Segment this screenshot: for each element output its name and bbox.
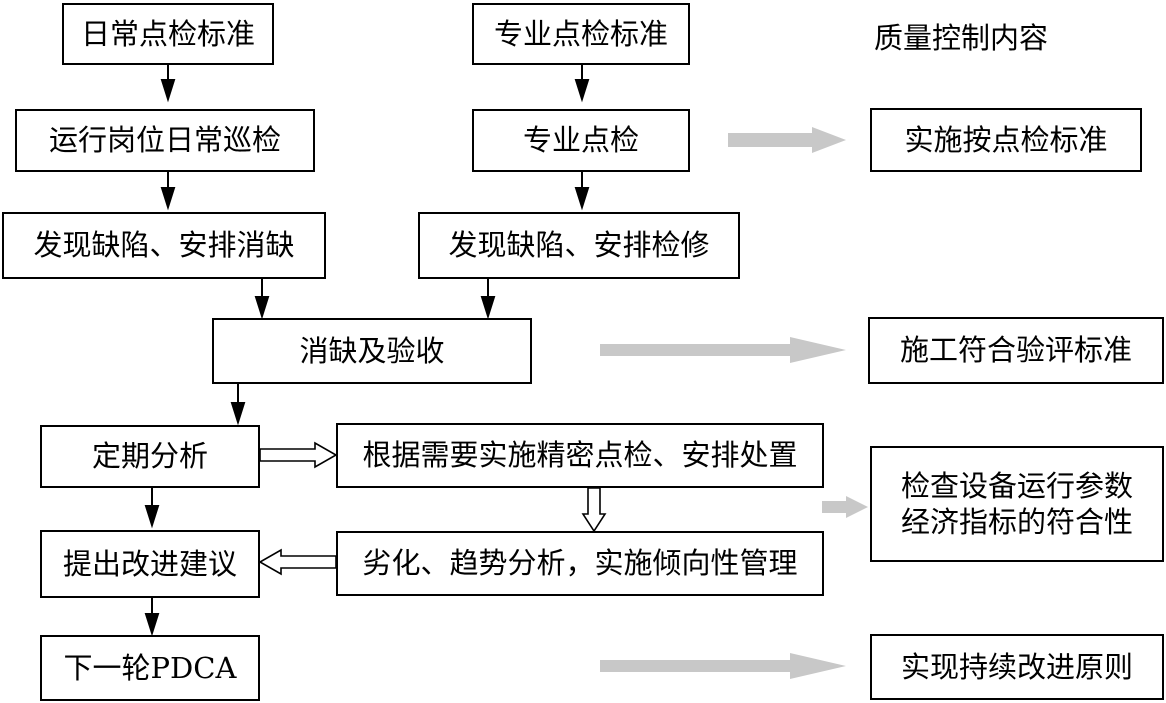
arrow-pro-standard-to-inspection (574, 65, 590, 103)
box-pro-standard-label: 专业点检标准 (493, 16, 668, 51)
hollow-arrow-deterioration-to-propose (258, 548, 337, 576)
box-pro-standard: 专业点检标准 (472, 3, 690, 65)
box-pro-inspection-label: 专业点检 (522, 123, 639, 158)
arrow-analysis-to-propose (144, 488, 160, 529)
box-next-pdca: 下一轮PDCA (40, 635, 260, 701)
box-next-pdca-label: 下一轮PDCA (63, 650, 237, 685)
box-periodic-analysis: 定期分析 (40, 425, 260, 488)
box-eliminate-accept-label: 消缺及验收 (299, 333, 445, 368)
gray-arrow-row4 (600, 653, 846, 679)
arrow-defect-repair-to-accept (480, 279, 496, 320)
box-pro-inspection: 专业点检 (472, 109, 690, 172)
box-quality-construction-standard: 施工符合验评标准 (868, 317, 1164, 384)
box-quality-check-params-line1: 检查设备运行参数 (900, 468, 1133, 503)
flow-arrows (144, 65, 590, 637)
box-deterioration-analysis-label: 劣化、趋势分析，实施倾向性管理 (362, 546, 798, 581)
box-periodic-analysis-label: 定期分析 (91, 439, 208, 474)
box-daily-standard: 日常点检标准 (62, 3, 274, 65)
arrow-propose-to-pdca (144, 598, 160, 637)
gray-arrow-row3 (822, 496, 868, 518)
arrow-accept-to-analysis (230, 384, 246, 426)
box-quality-construction-standard-label: 施工符合验评标准 (899, 333, 1132, 368)
box-quality-check-params: 检查设备运行参数 经济指标的符合性 (870, 446, 1164, 562)
box-quality-continuous-improvement-label: 实现持续改进原则 (900, 649, 1133, 684)
box-daily-patrol: 运行岗位日常巡检 (15, 109, 315, 172)
box-precision-inspection-label: 根据需要实施精密点检、安排处置 (362, 438, 798, 473)
box-propose-improvement: 提出改进建议 (40, 530, 260, 598)
gray-arrow-row1 (728, 127, 846, 153)
gray-arrows (600, 127, 868, 679)
hollow-arrow-analysis-to-precision (259, 441, 338, 469)
quality-column-title: 质量控制内容 (874, 21, 1049, 55)
gray-arrow-row2 (600, 337, 846, 363)
arrow-daily-standard-to-patrol (160, 65, 176, 103)
box-found-defect-eliminate-label: 发现缺陷、安排消缺 (33, 228, 295, 263)
box-daily-standard-label: 日常点检标准 (80, 16, 255, 51)
box-precision-inspection: 根据需要实施精密点检、安排处置 (336, 423, 824, 488)
box-found-defect-repair: 发现缺陷、安排检修 (418, 212, 740, 279)
box-eliminate-accept: 消缺及验收 (212, 318, 532, 384)
box-quality-continuous-improvement: 实现持续改进原则 (870, 634, 1164, 700)
box-quality-by-standard-label: 实施按点检标准 (904, 122, 1108, 157)
arrow-daily-patrol-to-defect (160, 172, 176, 211)
hollow-arrow-precision-to-deterioration (581, 487, 607, 533)
box-found-defect-eliminate: 发现缺陷、安排消缺 (2, 212, 326, 279)
box-found-defect-repair-label: 发现缺陷、安排检修 (448, 228, 710, 263)
box-quality-by-standard: 实施按点检标准 (870, 108, 1142, 172)
arrow-pro-inspection-to-defect (574, 172, 590, 211)
box-quality-check-params-line2: 经济指标的符合性 (900, 505, 1133, 539)
box-daily-patrol-label: 运行岗位日常巡检 (48, 123, 281, 158)
box-deterioration-analysis: 劣化、趋势分析，实施倾向性管理 (336, 531, 824, 596)
box-propose-improvement-label: 提出改进建议 (62, 546, 237, 581)
arrow-defect-eliminate-to-accept (254, 279, 270, 320)
